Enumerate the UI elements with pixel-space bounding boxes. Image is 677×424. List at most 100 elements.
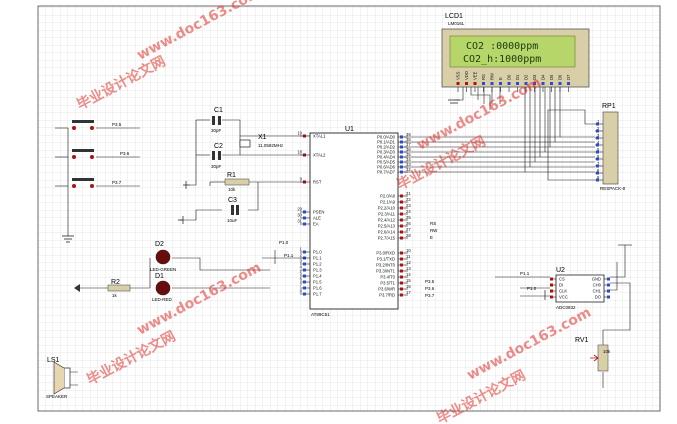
- lcd-pin-label: D4: [541, 74, 546, 80]
- button-p37-dot-a: [72, 184, 76, 188]
- p3-label-36: P3.6: [425, 286, 435, 291]
- respack-pin-num: 6: [597, 154, 600, 159]
- lcd-pin-dot: [558, 82, 562, 85]
- pot-rv1[interactable]: RV1 10k: [575, 337, 611, 372]
- respack-pin-dot: [596, 143, 599, 147]
- mcu-pin-dot: [400, 230, 403, 234]
- p3-label-37: P3.7: [425, 293, 435, 298]
- mcu-pin-dot: [400, 165, 403, 169]
- mcu-pin-dot: [303, 274, 306, 278]
- mcu-pin-dot: [400, 287, 403, 291]
- mcu-pin-name: P1.1: [313, 256, 322, 261]
- mcu-pin-num: 15: [406, 278, 411, 283]
- rv1-wiper: [590, 354, 599, 362]
- speaker-ls1[interactable]: LS1 SPEAKER: [46, 357, 78, 399]
- mcu-pin-dot: [303, 222, 306, 226]
- adc-pin-dot: [607, 295, 610, 299]
- mcu-chip[interactable]: U1 AT89C51 19XTAL118XTAL29RST29PSEN30ALE…: [297, 126, 411, 317]
- mcu-pin-num: 29: [297, 207, 302, 212]
- c1-plate-b: [218, 116, 221, 125]
- mcu-pin-num: 14: [406, 272, 411, 277]
- cap-c1[interactable]: C1 30pF: [211, 107, 223, 133]
- lcd-pin-label: VSS: [456, 71, 461, 80]
- mcu-pin-name: XTAL1: [313, 134, 326, 139]
- r1-ref: R1: [227, 172, 236, 179]
- p2-label-rs: RS: [430, 221, 436, 226]
- mcu-pin-dot: [400, 275, 403, 279]
- resistor-r1[interactable]: R1 10k: [224, 172, 250, 192]
- button-p36[interactable]: P3.6: [72, 149, 130, 159]
- c2-ref: C2: [214, 143, 223, 150]
- mcu-pin-num: 3: [300, 259, 303, 264]
- adc-pin-name: CLK: [559, 289, 567, 294]
- crystal-x1[interactable]: X1 11.0592MHz: [239, 134, 284, 148]
- p3-label-35: P3.5: [425, 279, 435, 284]
- p1-label-0: P1.0: [279, 240, 289, 245]
- mcu-pin-num: 35: [406, 152, 411, 157]
- mcu-pin-name: P3.1/TXD: [377, 257, 395, 262]
- ls1-cone: [53, 361, 65, 395]
- lcd-pin-dot: [473, 82, 477, 85]
- c3-value: 10uF: [227, 218, 238, 223]
- button-p37[interactable]: P3.7: [72, 178, 122, 188]
- mcu-pin-name: P1.3: [313, 268, 322, 273]
- x1-ref: X1: [258, 134, 267, 141]
- mcu-pin-dot: [303, 286, 306, 290]
- cap-c2[interactable]: C2 30pF: [211, 143, 223, 169]
- mcu-pin-num: 32: [406, 167, 411, 172]
- mcu-pin-num: 30: [297, 213, 302, 218]
- d2-ref: D2: [155, 241, 164, 248]
- mcu-pin-num: 34: [406, 157, 411, 162]
- mcu-pin-num: 18: [297, 150, 302, 155]
- mcu-pin-dot: [400, 257, 403, 261]
- lcd-pin-dot: [524, 82, 528, 85]
- led-d1[interactable]: D1 LED-RED: [152, 273, 173, 302]
- button-p36-net: P3.6: [120, 151, 130, 156]
- mcu-pin-num: 9: [300, 177, 303, 182]
- adc-pin-dot: [550, 295, 553, 299]
- lcd-module[interactable]: LCD1 LM016L CO2 :0000ppm CO2_h:1000ppm V…: [441, 13, 590, 92]
- mcu-pin-num: 16: [406, 284, 411, 289]
- resistor-r2[interactable]: R2 1k: [74, 279, 131, 298]
- mcu-pin-name: P2.6/A14: [378, 230, 396, 235]
- lcd-pin-label: RW: [490, 73, 495, 80]
- mcu-pin-num: 21: [406, 191, 411, 196]
- c2-plate-a: [212, 151, 215, 160]
- adc-pin-dot: [550, 289, 553, 293]
- mcu-pin-name: P3.7/RD: [379, 293, 395, 298]
- rv1-ref: RV1: [575, 337, 589, 344]
- mcu-pin-name: P1.2: [313, 262, 322, 267]
- adc-pin-name: CS: [559, 277, 565, 282]
- mcu-ref: U1: [345, 126, 354, 133]
- adc-net-1: P1.0: [527, 286, 537, 291]
- x1-value: 11.0592MHz: [258, 143, 284, 148]
- respack-pin-dot: [596, 136, 599, 140]
- r2-value: 1k: [112, 293, 118, 298]
- button-p36-body: [72, 149, 94, 152]
- lcd-pin-label: VDD: [464, 71, 469, 80]
- c3-ref: C3: [228, 197, 237, 204]
- mcu-pin-name: P2.3/A11: [378, 212, 396, 217]
- mcu-pin-num: 11: [406, 254, 411, 259]
- mcu-pin-name: P2.7/A15: [378, 236, 396, 241]
- lcd-pin-label: VEE: [473, 71, 478, 80]
- led-d2[interactable]: D2 LED-GREEN: [150, 241, 176, 272]
- button-p35[interactable]: P3.5: [72, 120, 122, 130]
- mcu-pin-num: 24: [406, 209, 411, 214]
- mcu-pin-dot: [400, 170, 403, 174]
- bus-wires: [404, 87, 595, 181]
- p2-label-rw: RW: [430, 228, 438, 233]
- d1-model: LED-RED: [152, 297, 173, 302]
- mcu-pin-num: 27: [406, 227, 411, 232]
- crystal-circuit[interactable]: [180, 119, 306, 221]
- mcu-pin-name: P0.1/AD1: [377, 140, 396, 145]
- mcu-pin-num: 2: [300, 253, 303, 258]
- mcu-pin-name: P3.2/INT0: [376, 263, 396, 268]
- c1-ref: C1: [214, 107, 223, 114]
- mcu-pin-name: P1.7: [313, 292, 322, 297]
- mcu-pin-name: P1.0: [313, 250, 322, 255]
- cap-c3[interactable]: C3 10uF: [227, 197, 239, 223]
